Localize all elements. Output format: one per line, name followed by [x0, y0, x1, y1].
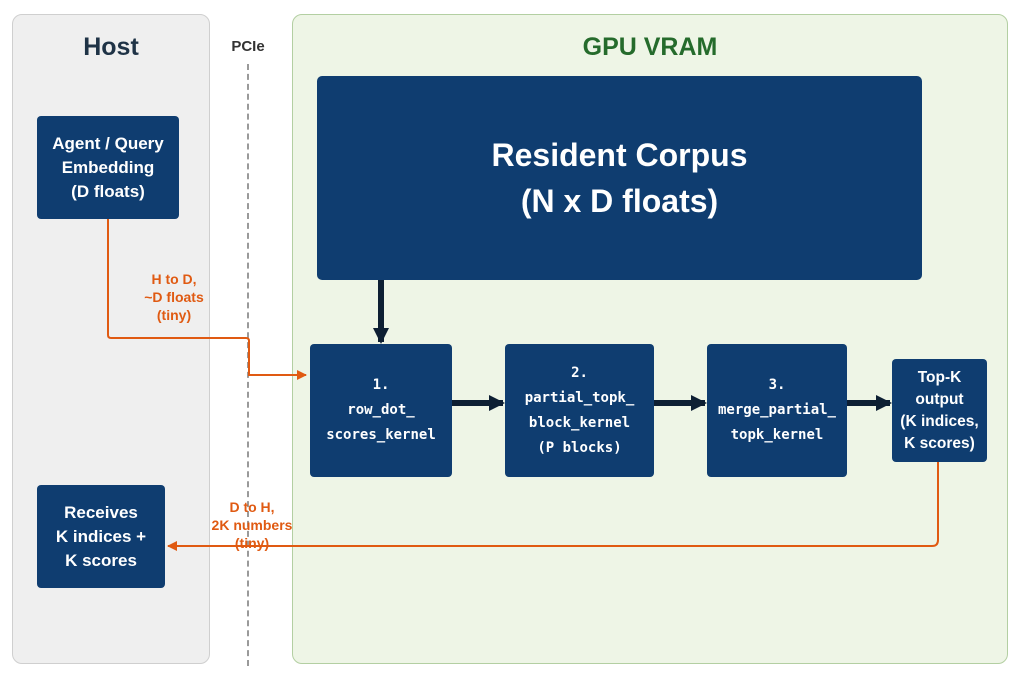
receives-results-box: Receives K indices + K scores: [37, 485, 165, 588]
row-dot-scores-kernel-box: 1. row_dot_ scores_kernel: [310, 344, 452, 477]
host-title: Host: [83, 33, 139, 61]
partial-topk-block-kernel-box: 2. partial_topk_ block_kernel (P blocks): [505, 344, 654, 477]
topk-output-box: Top-K output (K indices, K scores): [892, 359, 987, 462]
gpu-vram-title: GPU VRAM: [582, 33, 718, 61]
resident-corpus-box: Resident Corpus (N x D floats): [317, 76, 922, 280]
merge-partial-topk-kernel-box: 3. merge_partial_ topk_kernel: [707, 344, 847, 477]
h2d-transfer-arrow: [107, 219, 307, 380]
resident-corpus-label: Resident Corpus (N x D floats): [491, 137, 748, 219]
query-embedding-box: Agent / Query Embedding (D floats): [37, 116, 179, 219]
pcie-label: PCIe: [231, 38, 265, 55]
d2h-transfer-arrow: [167, 462, 939, 551]
h2d-transfer-label: H to D, ~D floats (tiny): [144, 271, 204, 323]
merge-partial-topk-kernel-label: 3. merge_partial_ topk_kernel: [717, 377, 836, 443]
receives-results-label: Receives K indices + K scores: [55, 502, 147, 570]
query-embedding-label: Agent / Query Embedding (D floats): [52, 133, 164, 201]
row-dot-scores-kernel-label: 1. row_dot_ scores_kernel: [326, 377, 436, 443]
topk-output-label: Top-K output (K indices, K scores): [900, 368, 979, 452]
partial-topk-block-kernel-label: 2. partial_topk_ block_kernel (P blocks): [524, 364, 635, 456]
d2h-transfer-label: D to H, 2K numbers (tiny): [211, 499, 293, 551]
